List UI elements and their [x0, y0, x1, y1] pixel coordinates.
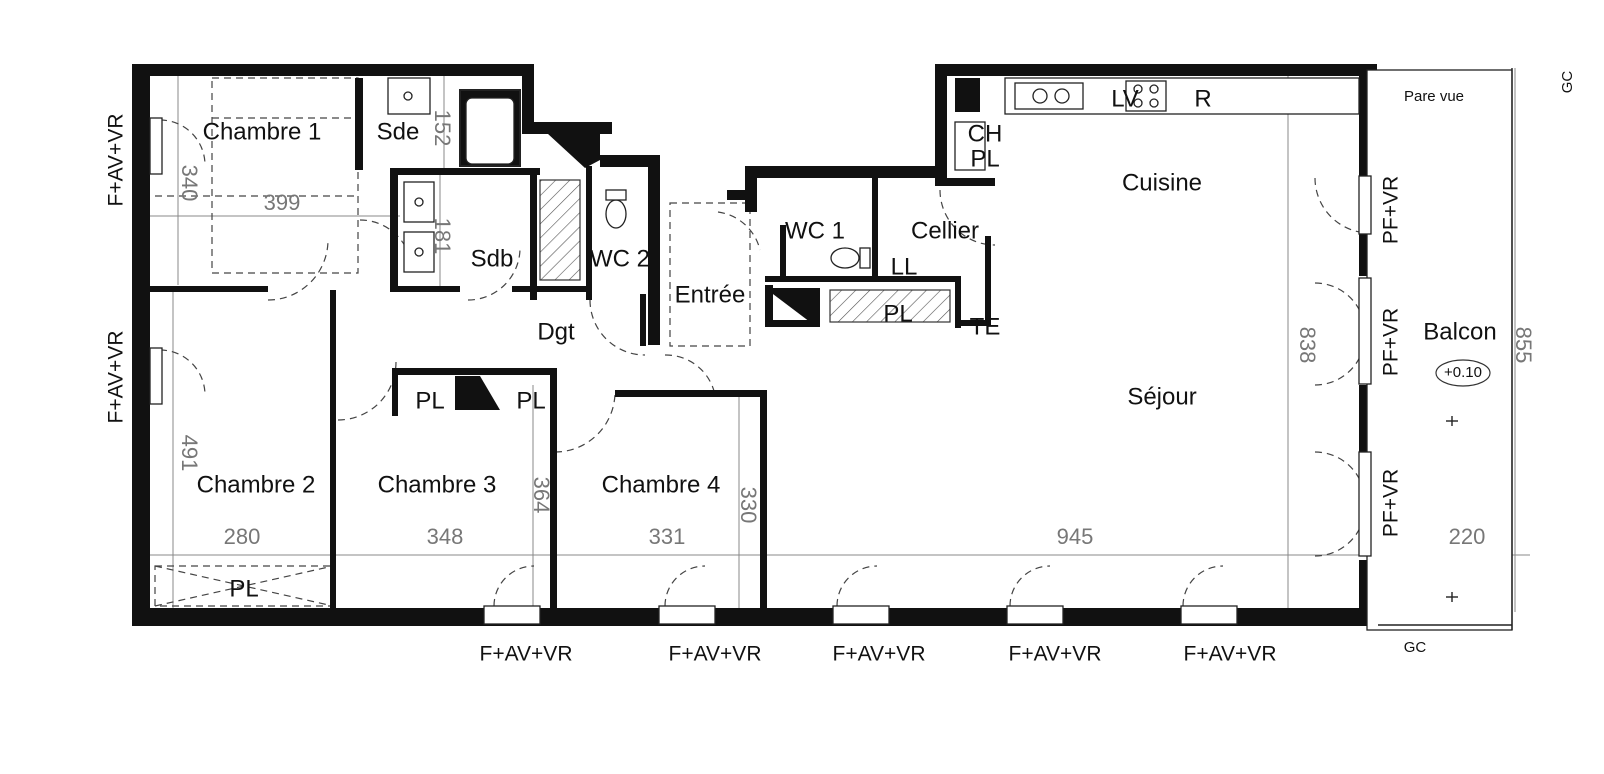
dim-220: 220 [1449, 524, 1486, 549]
dim-280: 280 [224, 524, 261, 549]
dim-491: 491 [177, 435, 202, 472]
label-ll: LL [891, 253, 918, 280]
label-chambre-2: Chambre 2 [197, 471, 316, 498]
label-chambre-3: Chambre 3 [378, 471, 497, 498]
dim-348: 348 [427, 524, 464, 549]
room-labels: Chambre 1 Sde Sdb WC 2 Entrée WC 1 Celli… [197, 85, 1497, 602]
dim-331: 331 [649, 524, 686, 549]
label-wc-2: WC 2 [590, 245, 650, 272]
window-label-left-top: F+AV+VR [105, 114, 128, 207]
label-pl-ch3b: PL [516, 387, 545, 414]
window-label-bottom-2: F+AV+VR [669, 643, 762, 666]
window-label-bottom-4: F+AV+VR [1009, 643, 1102, 666]
label-te: TE [970, 313, 1001, 340]
label-ch: CH [968, 120, 1003, 147]
label-cuisine: Cuisine [1122, 169, 1202, 196]
window-label-bottom-3: F+AV+VR [833, 643, 926, 666]
label-cellier: Cellier [911, 217, 979, 244]
dim-945: 945 [1057, 524, 1094, 549]
dim-340: 340 [177, 165, 202, 202]
window-label-right-2: PF+VR [1380, 308, 1403, 376]
level-marker [1435, 359, 1491, 387]
annotations: Pare vue GC GC +0.10 [1404, 71, 1576, 656]
window-label-right-3: PF+VR [1380, 469, 1403, 537]
window-label-right-1: PF+VR [1380, 176, 1403, 244]
dim-399: 399 [264, 190, 301, 215]
label-pare-vue: Pare vue [1404, 88, 1464, 105]
dim-855: 855 [1511, 327, 1536, 364]
fixtures [149, 68, 1513, 631]
label-chambre-4: Chambre 4 [602, 471, 721, 498]
label-sdb: Sdb [471, 245, 514, 272]
label-r: R [1194, 85, 1211, 112]
label-gc-bottom: GC [1404, 639, 1427, 656]
walls [132, 64, 1378, 626]
label-entree: Entrée [675, 281, 746, 308]
window-label-bottom-5: F+AV+VR [1184, 643, 1277, 666]
window-label-left-bottom: F+AV+VR [105, 331, 128, 424]
dimension-lines [150, 68, 1530, 612]
label-lv: LV [1111, 85, 1139, 112]
dim-330: 330 [736, 487, 761, 524]
label-chambre-1: Chambre 1 [203, 118, 322, 145]
dim-838: 838 [1295, 327, 1320, 364]
dimension-labels: 340 399 152 181 491 280 348 364 331 330 … [177, 110, 1536, 549]
label-pl-ch2: PL [229, 575, 258, 602]
dim-364: 364 [529, 477, 554, 514]
label-pl-corridor: PL [883, 300, 912, 327]
label-sde: Sde [377, 118, 420, 145]
dim-181: 181 [430, 218, 455, 255]
hatched-areas [455, 78, 980, 410]
label-balcon: Balcon [1423, 318, 1496, 345]
label-level: +0.10 [1444, 364, 1482, 381]
dim-152: 152 [430, 110, 455, 147]
label-pl-ch: PL [970, 145, 999, 172]
window-label-bottom-1: F+AV+VR [480, 643, 573, 666]
label-gc-top: GC [1559, 71, 1576, 94]
label-pl-ch3a: PL [415, 387, 444, 414]
label-wc-1: WC 1 [785, 217, 845, 244]
furniture-outlines [154, 77, 1510, 614]
label-sejour: Séjour [1127, 383, 1196, 410]
window-labels: F+AV+VR F+AV+VR F+AV+VR F+AV+VR F+AV+VR … [105, 114, 1403, 666]
label-dgt: Dgt [537, 318, 575, 345]
